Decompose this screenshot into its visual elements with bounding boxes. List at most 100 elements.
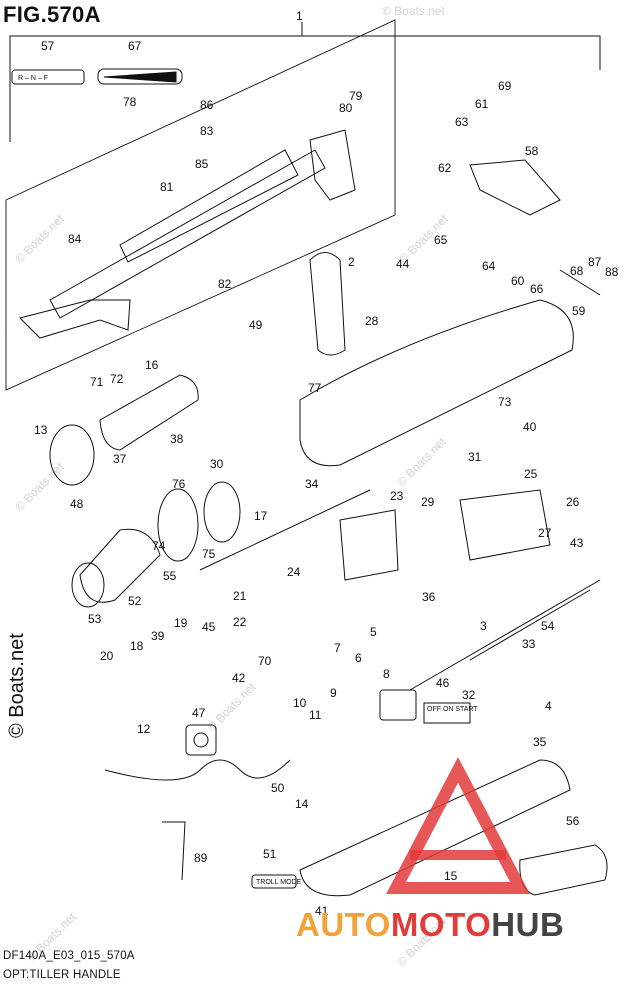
part-number: 16 [145,358,159,372]
part-number: 71 [90,375,104,389]
part-number: 23 [390,489,404,503]
part-number: 12 [137,722,151,736]
shift-plate-label: R – N – F [18,75,48,82]
part-number: 50 [271,781,285,795]
part-number: 6 [355,651,362,665]
figure-title: FIG.570A [3,2,101,27]
brand-part-hub: HUB [491,906,565,943]
part-number: 45 [202,620,216,634]
start-plate-label: OFF ON START [427,706,478,713]
watermark: © Boats.net [382,4,445,18]
part-number: 36 [422,590,436,604]
part-number: 26 [566,495,580,509]
part-number: 47 [192,706,206,720]
part-number: 88 [605,265,619,279]
part-number: 73 [498,395,512,409]
part-number: 44 [396,257,410,271]
part-number: 35 [533,735,547,749]
part-number: 70 [258,654,272,668]
part-number: 3 [480,619,487,633]
part-number: 78 [123,95,137,109]
part-number: 60 [511,274,525,288]
part-number: 66 [530,282,544,296]
part-number: 33 [522,637,536,651]
part-number: 80 [339,101,353,115]
part-number: 31 [468,450,482,464]
part-number: 18 [130,639,144,653]
troll-plate-label: TROLL MODE [256,879,302,886]
part-number: 84 [68,232,82,246]
part-number: 43 [570,536,584,550]
part-number: 67 [128,39,142,53]
part-number: 2 [348,255,355,269]
part-number: 51 [263,847,277,861]
part-number: 85 [195,157,209,171]
part-number: 28 [365,314,379,328]
part-number: 74 [152,539,166,553]
part-number: 1 [296,9,303,23]
part-number: 59 [572,304,586,318]
part-number: 82 [218,277,232,291]
part-number: 5 [370,625,377,639]
part-number: 75 [202,547,216,561]
part-number: 41 [315,904,329,918]
part-number: 29 [421,495,435,509]
brand-part-auto: AUTO [296,906,391,943]
part-number: 65 [434,233,448,247]
part-number: 72 [110,372,124,386]
part-number: 55 [163,569,177,583]
part-number: 76 [172,477,186,491]
part-number: 42 [232,671,246,685]
part-number: 34 [305,477,319,491]
part-number: 37 [113,452,127,466]
part-number: 19 [174,616,188,630]
part-number: 68 [570,264,584,278]
part-callouts: 1 2 3 4 5 6 7 8 9 10 11 12 13 14 15 16 1… [34,9,619,918]
part-number: 63 [455,115,469,129]
part-number: 83 [200,124,214,138]
brand-part-moto: MOTO [390,906,492,943]
part-number: 9 [330,686,337,700]
part-number: 32 [462,688,476,702]
part-number: 64 [482,259,496,273]
option-label: OPT:TILLER HANDLE [3,969,121,981]
brand-triangle [386,757,530,894]
part-number: 25 [524,467,538,481]
part-number: 7 [334,641,341,655]
part-number: 48 [70,497,84,511]
part-number: 20 [100,649,114,663]
part-number: 4 [545,699,552,713]
part-number: 38 [170,432,184,446]
part-number: 15 [444,869,458,883]
part-number: 69 [498,79,512,93]
part-number: 49 [249,318,263,332]
part-number: 24 [287,565,301,579]
part-number: 77 [308,381,322,395]
part-number: 8 [383,667,390,681]
part-number: 27 [538,526,552,540]
part-number: 61 [475,97,489,111]
part-number: 17 [254,509,268,523]
brand-logo: AUTOMOTOHUB [296,906,564,944]
part-number: 62 [438,161,452,175]
part-number: 79 [349,89,363,103]
part-number: 14 [295,797,309,811]
part-number: 56 [566,814,580,828]
part-number: 81 [160,180,174,194]
part-number: 46 [436,676,450,690]
part-number: 87 [588,255,602,269]
part-number: 40 [523,420,537,434]
part-number: 53 [88,612,102,626]
part-number: 58 [525,144,539,158]
part-number: 10 [293,696,307,710]
part-number: 22 [233,615,247,629]
part-number: 30 [210,457,224,471]
part-number: 39 [151,629,165,643]
part-number: 89 [194,851,208,865]
part-number: 21 [233,589,247,603]
part-number: 52 [128,594,142,608]
part-number: 13 [34,423,48,437]
part-number: 86 [200,98,214,112]
part-number: 54 [541,619,555,633]
